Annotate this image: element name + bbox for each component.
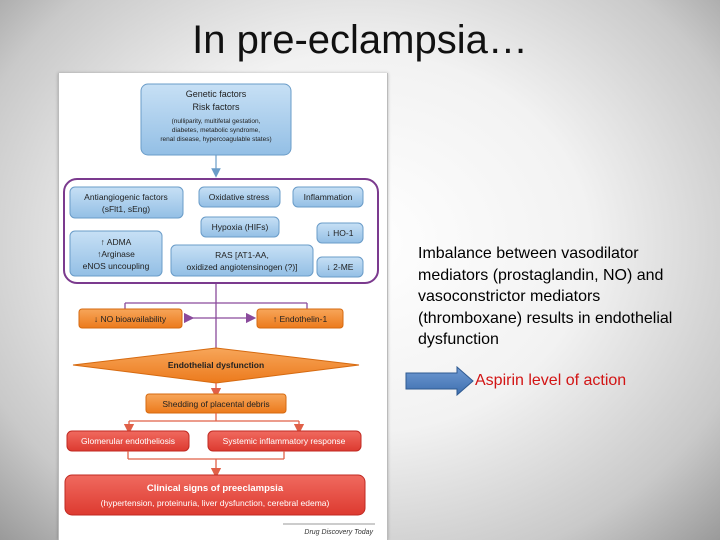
hypoxia-box: Hypoxia (HIFs)	[200, 216, 280, 238]
no-bioavailability-box: ↓ NO bioavailability	[78, 308, 183, 329]
clinical-signs-title: Clinical signs of preeclampsia	[147, 483, 284, 494]
risk-factors-label: Risk factors	[192, 102, 240, 112]
slide-title: In pre-eclampsia…	[192, 18, 528, 62]
adma-box: ↑ ADMA ↑Arginase eNOS uncoupling	[69, 230, 163, 277]
systemic-inflammatory-box: Systemic inflammatory response	[207, 430, 362, 452]
preeclampsia-pathway-figure: Genetic factors Risk factors (nulliparit…	[58, 73, 388, 540]
shedding-label: Shedding of placental debris	[162, 399, 269, 409]
mechanisms-container	[63, 178, 379, 284]
ras-box: RAS [AT1-AA, oxidized angiotensinogen (?…	[170, 244, 314, 277]
antiangiogenic-line2: (sFlt1, sEng)	[102, 204, 150, 214]
endothelin-label: ↑ Endothelin-1	[273, 314, 328, 324]
clinical-signs-detail: (hypertension, proteinuria, liver dysfun…	[101, 498, 330, 508]
figure-credit: Drug Discovery Today	[304, 529, 373, 536]
twome-label: ↓ 2-ME	[327, 262, 354, 272]
ras-line1: RAS [AT1-AA,	[215, 250, 269, 260]
adma-line1: ↑ ADMA	[101, 237, 132, 247]
inflammation-label: Inflammation	[304, 192, 353, 202]
genetic-factors-label: Genetic factors	[186, 89, 247, 99]
oxidative-stress-box: Oxidative stress	[198, 186, 281, 208]
no-bio-label: ↓ NO bioavailability	[94, 314, 167, 324]
systemic-label: Systemic inflammatory response	[223, 436, 346, 446]
inflammation-box: Inflammation	[292, 186, 364, 208]
ho1-label: ↓ HO-1	[327, 228, 354, 238]
antiangiogenic-line1: Antiangiogenic factors	[84, 192, 168, 202]
endothelial-dysfunction-diamond: Endothelial dysfunction	[72, 347, 360, 384]
oxidative-stress-label: Oxidative stress	[209, 192, 269, 202]
ho1-box: ↓ HO-1	[316, 222, 364, 244]
risk-factors-detail-1: (nulliparity, multifetal gestation,	[172, 118, 261, 125]
adma-line3: eNOS uncoupling	[83, 261, 150, 271]
twome-box: ↓ 2-ME	[316, 256, 364, 278]
glomerular-endotheliosis-box: Glomerular endotheliosis	[66, 430, 190, 452]
genetic-risk-factors-box: Genetic factors Risk factors (nulliparit…	[140, 83, 292, 156]
blue-right-arrow-icon	[405, 366, 474, 396]
shedding-box: Shedding of placental debris	[145, 393, 287, 414]
aspirin-label: Aspirin level of action	[475, 372, 627, 389]
ras-line2: oxidized angiotensinogen (?)]	[186, 262, 297, 272]
adma-line2: ↑Arginase	[97, 249, 135, 259]
risk-factors-detail-3: renal disease, hypercoagulable states)	[160, 136, 271, 143]
risk-factors-detail-2: diabetes, metabolic syndrome,	[172, 127, 260, 134]
endothelin-box: ↑ Endothelin-1	[256, 308, 344, 329]
clinical-signs-box: Clinical signs of preeclampsia (hyperten…	[64, 474, 366, 516]
glomerular-label: Glomerular endotheliosis	[81, 436, 175, 446]
endothelial-dysfunction-label: Endothelial dysfunction	[168, 360, 264, 370]
antiangiogenic-factors-box: Antiangiogenic factors (sFlt1, sEng)	[69, 186, 184, 219]
description-text: Imbalance between vasodilator mediators …	[418, 245, 673, 348]
hypoxia-label: Hypoxia (HIFs)	[212, 222, 269, 232]
